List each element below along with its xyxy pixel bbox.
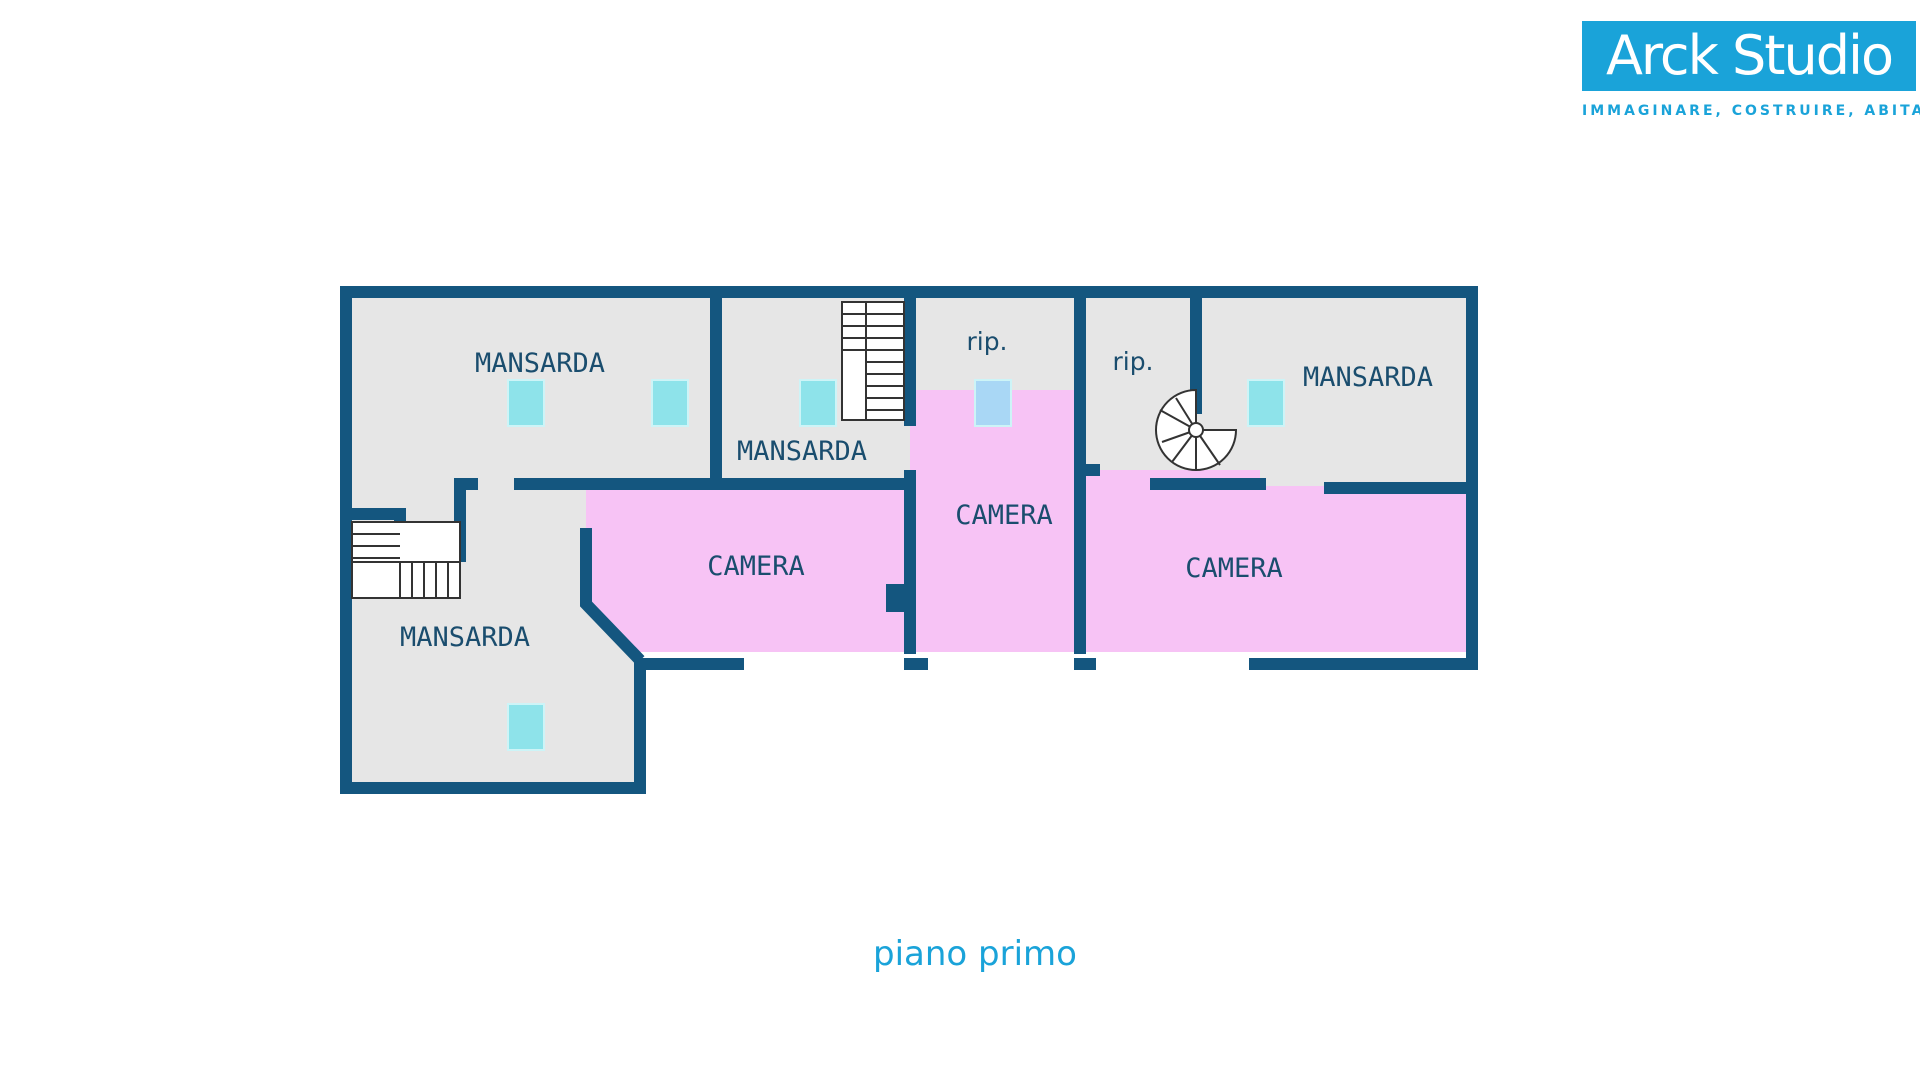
skylight-5 — [1247, 379, 1285, 427]
floor-pink-areas — [586, 390, 1468, 652]
floor-camera-right — [1082, 470, 1468, 652]
floor-caption: piano primo — [873, 934, 1077, 974]
label-mansarda-bottom-left: MANSARDA — [400, 622, 530, 653]
label-mansarda-top-left: MANSARDA — [475, 348, 605, 379]
label-camera-right: CAMERA — [1185, 553, 1283, 584]
spiral-staircase — [1155, 388, 1238, 471]
floor-mansarda-left — [346, 298, 720, 788]
logo-name: Arck Studio — [1605, 24, 1894, 87]
label-camera-center: CAMERA — [955, 500, 1053, 531]
column — [886, 584, 908, 612]
floor-mansarda-right — [1198, 298, 1468, 486]
label-mansarda-right: MANSARDA — [1303, 362, 1433, 393]
label-mansarda-middle: MANSARDA — [737, 436, 867, 467]
logo-background — [1582, 21, 1916, 91]
label-camera-left: CAMERA — [707, 551, 805, 582]
skylights — [507, 379, 1285, 751]
floor-camera-center — [910, 390, 1082, 652]
skylight-4 — [974, 379, 1012, 427]
outer-wall-left — [340, 286, 646, 794]
skylight-3 — [799, 379, 837, 427]
floor-rip-center — [910, 298, 1082, 390]
floor-grey-areas — [346, 298, 1468, 788]
wall-angled — [580, 528, 645, 665]
staircase-left — [351, 521, 461, 599]
arck-studio-logo: Arck Studio IMMAGINARE, COSTRUIRE, ABITA… — [1582, 21, 1920, 123]
label-rip-center: rip. — [966, 327, 1007, 356]
staircase-middle — [841, 301, 905, 421]
skylight-2 — [651, 379, 689, 427]
label-rip-right: rip. — [1112, 347, 1153, 376]
floor-camera-left — [586, 486, 910, 652]
walls — [340, 286, 1478, 794]
skylight-1 — [507, 379, 545, 427]
logo-tagline: IMMAGINARE, COSTRUIRE, ABITARE — [1582, 103, 1920, 119]
skylight-6 — [507, 703, 545, 751]
